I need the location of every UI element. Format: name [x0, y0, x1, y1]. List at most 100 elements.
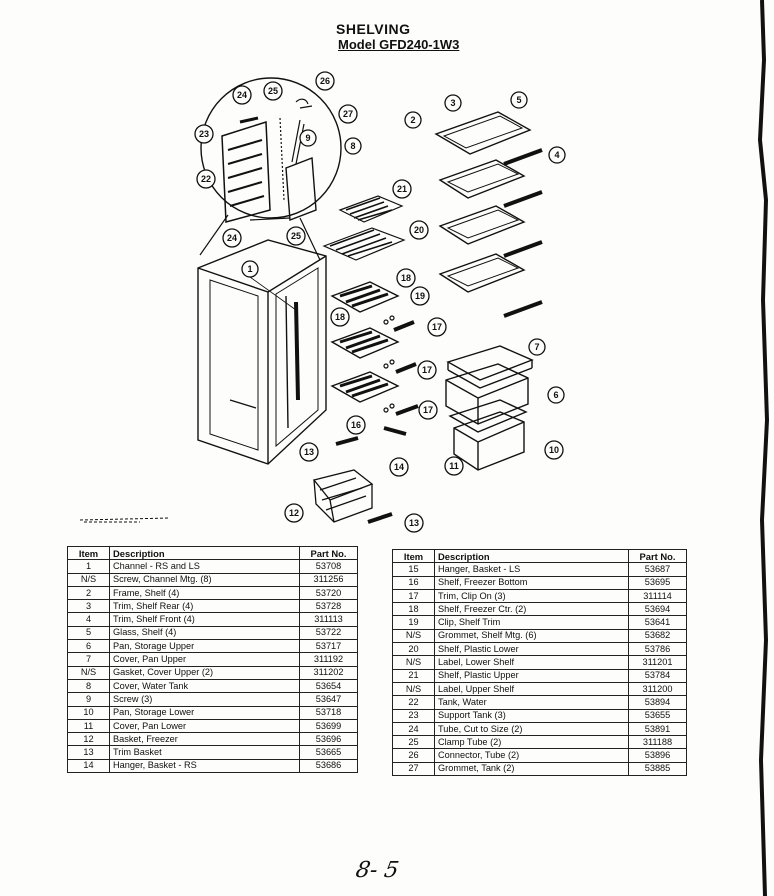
col-part-no: Part No. [299, 545, 358, 561]
cell-item: 17 [392, 588, 435, 604]
svg-text:4: 4 [554, 150, 559, 160]
svg-text:10: 10 [549, 445, 559, 455]
callout-labels: 1 2 3 4 5 6 7 8 9 10 11 12 13 13 14 16 1… [194, 71, 566, 533]
cell-part-no: 53708 [299, 559, 358, 574]
cell-part-no: 311201 [628, 655, 687, 670]
cell-item: 2 [67, 585, 110, 601]
cell-item: N/S [67, 572, 110, 587]
svg-text:6: 6 [553, 390, 558, 400]
svg-text:16: 16 [351, 420, 361, 430]
cell-item: 15 [392, 562, 435, 577]
plastic-shelves [322, 195, 406, 261]
callout-25a: 25 [263, 81, 283, 101]
col-item: Item [392, 548, 435, 564]
callout-22: 22 [196, 169, 216, 189]
table-header-row: Item Description Part No. [67, 545, 358, 561]
cell-part-no: 53896 [628, 748, 687, 763]
cell-part-no: 53647 [299, 692, 358, 707]
section-title: SHELVING [336, 21, 411, 37]
svg-text:23: 23 [199, 129, 209, 139]
svg-text:17: 17 [423, 405, 433, 415]
svg-text:21: 21 [397, 184, 407, 194]
cell-description: Shelf, Freezer Bottom [434, 575, 629, 590]
cell-description: Connector, Tube (2) [434, 748, 629, 763]
cell-description: Hanger, Basket - RS [109, 758, 300, 774]
cell-description: Label, Lower Shelf [434, 655, 629, 670]
cell-item: 27 [392, 761, 435, 777]
callout-21: 21 [392, 179, 412, 199]
callout-12: 12 [284, 503, 304, 523]
cell-description: Screw (3) [109, 692, 300, 707]
cell-description: Trim, Shelf Front (4) [109, 612, 300, 627]
glass-shelves [434, 111, 543, 318]
callout-25b: 25 [286, 226, 306, 246]
cell-description: Cover, Pan Lower [109, 718, 300, 734]
cell-description: Clip, Shelf Trim [434, 615, 629, 630]
svg-text:18: 18 [335, 312, 345, 322]
svg-text:24: 24 [237, 90, 247, 100]
callout-20: 20 [409, 220, 429, 240]
cell-part-no: 53694 [628, 602, 687, 617]
cell-item: 10 [67, 705, 110, 720]
cell-item: 5 [67, 625, 110, 641]
svg-text:2: 2 [410, 115, 415, 125]
cell-description: Trim, Shelf Rear (4) [109, 599, 300, 614]
svg-text:17: 17 [432, 322, 442, 332]
cell-item: 13 [67, 745, 110, 760]
callout-8: 8 [344, 137, 362, 155]
callout-13a: 13 [299, 442, 319, 462]
callout-18a: 18 [396, 268, 416, 288]
svg-text:11: 11 [449, 461, 459, 471]
freezer-shelves [330, 281, 419, 446]
cell-description: Tube, Cut to Size (2) [434, 721, 629, 737]
cell-part-no: 311200 [628, 681, 687, 697]
cell-item: 16 [392, 575, 435, 590]
callout-23: 23 [194, 124, 214, 144]
svg-text:26: 26 [320, 76, 330, 86]
svg-text:8: 8 [350, 141, 355, 151]
cell-description: Glass, Shelf (4) [109, 625, 300, 641]
cell-item: N/S [392, 628, 435, 644]
cell-part-no: 53717 [299, 639, 358, 654]
cell-part-no: 311188 [628, 735, 687, 750]
cell-description: Gasket, Cover Upper (2) [109, 665, 300, 680]
cell-description: Hanger, Basket - LS [434, 562, 629, 577]
cell-description: Shelf, Plastic Upper [434, 668, 629, 683]
callout-2: 2 [404, 111, 422, 129]
cell-description: Cover, Pan Upper [109, 652, 300, 667]
svg-text:25: 25 [268, 86, 278, 96]
cell-part-no: 311192 [299, 652, 358, 667]
col-part-no: Part No. [628, 548, 687, 564]
cell-part-no: 53728 [299, 599, 358, 614]
cell-part-no: 53654 [299, 678, 358, 694]
callout-17c: 17 [418, 400, 438, 420]
cell-item: 12 [67, 732, 110, 747]
cell-description: Basket, Freezer [109, 732, 300, 747]
callout-5: 5 [510, 91, 528, 109]
freezer-basket [312, 469, 393, 524]
svg-text:22: 22 [201, 174, 211, 184]
cell-part-no: 53891 [628, 721, 687, 737]
cell-item: 7 [67, 652, 110, 667]
callout-11: 11 [444, 456, 464, 476]
callout-6: 6 [547, 386, 565, 404]
svg-text:25: 25 [291, 231, 301, 241]
